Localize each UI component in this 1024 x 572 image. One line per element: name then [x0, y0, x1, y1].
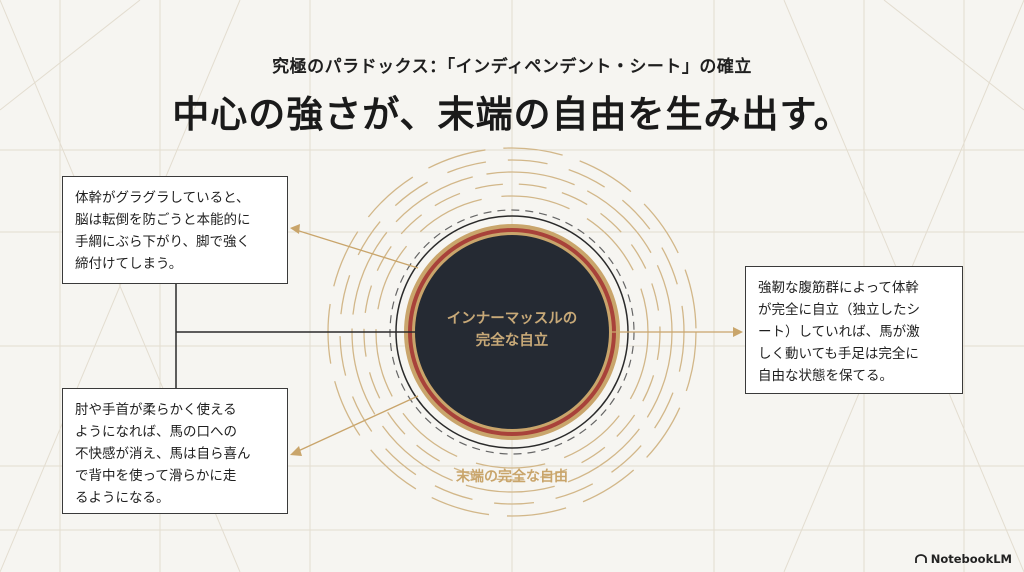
- outer-label: 末端の完全な自由: [456, 469, 568, 485]
- text-box-top-left-text: 体幹がグラグラしていると、 脳は転倒を防ごうと本能的に 手綱にぶら下がり、脚で強…: [75, 190, 251, 272]
- text-box-right-text: 強靭な腹筋群によって体幹 が完全に自立（独立したシ ート）していれば、馬が激 し…: [758, 280, 920, 384]
- watermark-text: NotebookLM: [930, 552, 1012, 566]
- notebooklm-logo-icon: [914, 554, 927, 563]
- watermark: NotebookLM: [914, 552, 1012, 566]
- core-label: インナーマッスルの 完全な自立: [446, 311, 578, 349]
- text-box-bottom-left-text: 肘や手首が柔らかく使える ようになれば、馬の口への 不快感が消え、馬は自ら喜ん …: [75, 402, 251, 506]
- page-title: 中心の強さが、末端の自由を生み出す。: [172, 92, 852, 136]
- text-box-right: 強靭な腹筋群によって体幹 が完全に自立（独立したシ ート）していれば、馬が激 し…: [745, 266, 963, 394]
- core-circle: [415, 235, 609, 429]
- text-box-top-left: 体幹がグラグラしていると、 脳は転倒を防ごうと本能的に 手綱にぶら下がり、脚で強…: [62, 176, 288, 284]
- text-box-bottom-left: 肘や手首が柔らかく使える ようになれば、馬の口への 不快感が消え、馬は自ら喜ん …: [62, 388, 288, 514]
- subtitle: 究極のパラドックス：「インディペンデント・シート」の確立: [272, 57, 752, 77]
